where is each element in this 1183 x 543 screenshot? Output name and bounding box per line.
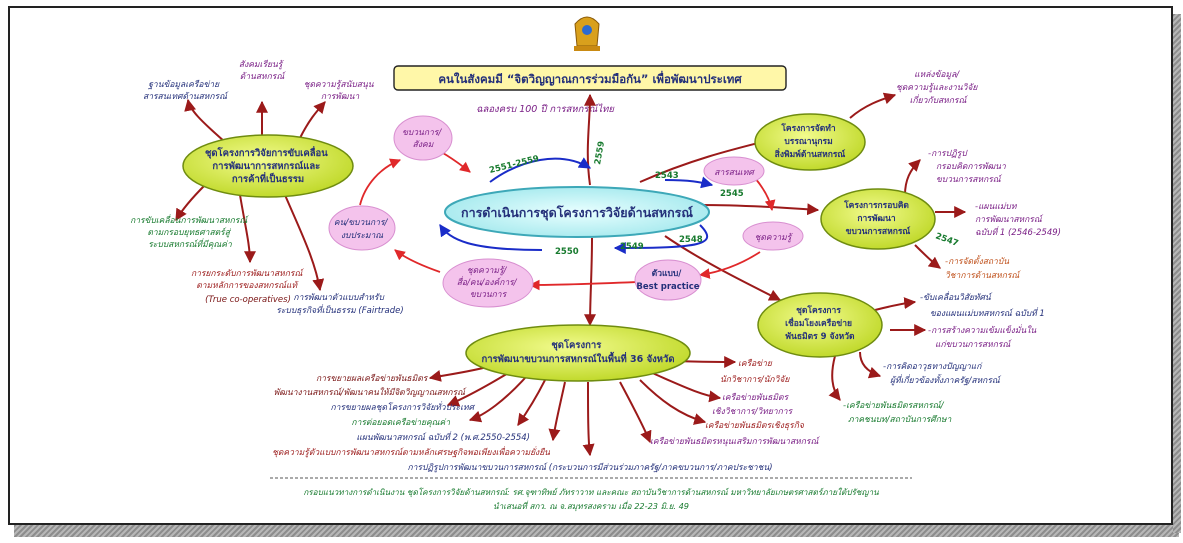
svg-text:คน/ขบวนการ/ งบประมาณ: คน/ขบวนการ/ งบประมาณ [334,218,390,241]
year-2551-2559: 2551-2559 [488,154,540,176]
left-top-item1-line1: ฐานข้อมูลเครือข่าย [147,79,220,90]
year-labels: 2551-2559 2559 2543 2545 2548 2549 2550 … [488,140,959,257]
footer-line2: นำเสนอที่ สกว. ณ จ.สมุทรสงคราม เมื่อ 22-… [493,500,689,512]
pink-node-info: สารสนเทศ [703,156,765,186]
left-bottom-item2-line1: การยกระดับการพัฒนาสหกรณ์ [191,268,304,279]
svg-text:ชุดโครงการ เชื่อมโยงเครื: ชุดโครงการ เชื่อมโยงเครือข่าย พันธมิตร 9… [785,305,855,342]
left-bottom-item2-line3: (True co-operatives) [205,295,291,305]
left-cluster: ชุดโครงการวิจัยการขับเคลื่อน การพัฒนาการ… [130,59,404,316]
title-box: คนในสังคมมี “จิตวิญญาณการร่วมมือกัน” เพื… [393,65,787,91]
svg-text:การขยายผลชุดโครงการวิจัยทั่วปร: การขยายผลชุดโครงการวิจัยทั่วประเทศ [331,401,476,413]
svg-text:ตัวแบบ/ Best practice: ตัวแบบ/ Best practice [636,268,699,292]
pink-nodes: ขบวนการ/ สังคม คน/ขบวนการ/ งบประมาณ ชุดค… [328,115,804,308]
center-node: การดำเนินการชุดโครงการวิจัยด้านสหกรณ์ [444,186,710,238]
bottom-cluster: ชุดโครงการ การพัฒนาขบวนการสหกรณ์ในพื้นที… [272,324,820,473]
right-mid-cluster: โครงการกรอบคิด การพัฒนา ขบวนการสหกรณ์ -ก… [820,149,1061,281]
svg-text:ฐานข้อมูลเครือข่าย สารสน: ฐานข้อมูลเครือข่าย สารสนเทศด้านสหกรณ์ [143,79,229,102]
svg-text:เครือข่ายพันธมิตร เชิงวิ: เครือข่ายพันธมิตร เชิงวิชาการ/วิทยาการ [712,392,794,417]
frame-shadow-bottom [14,525,1179,537]
royal-emblem-icon [574,16,600,51]
year-2547: 2547 [934,231,960,249]
left-bottom-item3-line1: การพัฒนาตัวแบบสำหรับ [293,293,384,303]
pink-node-model: ตัวแบบ/ Best practice [634,259,702,301]
left-top-item1-line2: สารสนเทศด้านสหกรณ์ [143,91,229,102]
frame-shadow-right [1173,14,1181,533]
right-bottom-cluster: ชุดโครงการ เชื่อมโยงเครือข่าย พันธมิตร 9… [757,291,1045,425]
svg-text:การต่อยอดเครือข่ายคุณค่า: การต่อยอดเครือข่ายคุณค่า [351,417,450,428]
svg-text:ชุดโครงการวิจัยการขับเคลื่อน: ชุดโครงการวิจัยการขับเคลื่อน การพัฒนาการ… [205,145,331,185]
left-bottom-item1-line1: การขับเคลื่อนการพัฒนาสหกรณ์ [130,214,249,226]
svg-text:ชุดโครงการ การพัฒนาขบวนก: ชุดโครงการ การพัฒนาขบวนการสหกรณ์ในพื้นที… [481,339,674,365]
left-top-item3-line1: ชุดความรู้สนับสนุน [304,79,374,90]
svg-text:โครงการกรอบคิด การพัฒนา: โครงการกรอบคิด การพัฒนา ขบวนการสหกรณ์ [843,200,912,237]
right-top-cluster: โครงการจัดทำ บรรณานุกรม สิ่งพิมพ์ด้านสหก… [754,69,980,171]
svg-text:เครือข่ายพันธมิตรหนุนเสริมการพ: เครือข่ายพันธมิตรหนุนเสริมการพัฒนาสหกรณ์ [650,436,820,447]
left-bottom-item2-line2: ตามหลักการของสหกรณ์แท้ [196,280,299,291]
svg-text:สารสนเทศ: สารสนเทศ [714,168,755,178]
left-bottom-item1-line3: ระบบสหกรณ์ที่มีคุณค่า [148,238,232,250]
year-2559: 2559 [593,140,607,165]
left-top-item3-line2: การพัฒนา [321,92,360,102]
year-2550: 2550 [555,247,579,257]
svg-text:-การคิดอาวุธทางปัญญาแก่: -การคิดอาวุธทางปัญญาแก่ ผู้ที่เกี่ยวข้อง… [883,362,1002,386]
svg-text:โครงการจัดทำ บรรณานุกรม: โครงการจัดทำ บรรณานุกรม สิ่งพิมพ์ด้านสหก… [775,123,846,160]
svg-text:การขับเคลื่อนการพัฒนาสหกรณ์: การขับเคลื่อนการพัฒนาสหกรณ์ ตามกรอบยุทธศ… [130,214,250,250]
left-bottom-item3-line2: ระบบธุรกิจที่เป็นธรรม (Fairtrade) [276,304,403,316]
left-ellipse-line3: การค้าที่เป็นธรรม [232,171,304,185]
svg-text:การพัฒนาตัวแบบสำหรับ ระบ: การพัฒนาตัวแบบสำหรับ ระบบธุรกิจที่เป็นธร… [276,293,403,316]
svg-text:การปฏิรูปการพัฒนาขบวนการสหกรณ์: การปฏิรูปการพัฒนาขบวนการสหกรณ์ (กระบวนกา… [407,462,772,473]
svg-text:-การสร้างความเข้มแข็งมั่นใน: -การสร้างความเข้มแข็งมั่นใน แก่ขบวนการสห… [928,324,1039,350]
left-top-item2-line1: สังคมเรียนรู้ [239,59,284,70]
year-2549: 2549 [620,242,644,252]
diagram-frame [8,6,1173,525]
left-ellipse-line1: ชุดโครงการวิจัยการขับเคลื่อน [205,145,328,159]
anniversary-text: ฉลองครบ 100 ปี การสหกรณ์ไทย [476,103,615,115]
left-ellipse [182,134,354,198]
svg-text:เครือข่ายพันธมิตรเชิงธุรกิจ: เครือข่ายพันธมิตรเชิงธุรกิจ [705,420,805,431]
svg-text:-ขับเคลื่อนวิสัยทัศน์ ขอ: -ขับเคลื่อนวิสัยทัศน์ ของแผนแม่บทสหกรณ์ … [920,291,1045,319]
svg-text:-การจัดตั้งสถาบัน วิชากา: -การจัดตั้งสถาบัน วิชาการด้านสหกรณ์ [945,255,1021,281]
left-bottom-item1-line2: ตามกรอบยุทธศาสตร์สู่ [147,227,231,238]
year-2543: 2543 [655,171,679,181]
title-line: คนในสังคมมี “จิตวิญญาณการร่วมมือกัน” เพื… [438,70,742,86]
svg-text:ชุดความรู้สนับสนุน การพั: ชุดความรู้สนับสนุน การพัฒนา [304,79,377,102]
year-2545: 2545 [720,189,744,199]
svg-text:ขบวนการ/ สังคม: ขบวนการ/ สังคม [402,128,444,150]
left-ellipse-line2: การพัฒนาการสหกรณ์และ [212,160,320,172]
svg-text:ชุดความรู้/ สื่อ/คน/อง: ชุดความรู้/ สื่อ/คน/องค์การ/ ขบวนการ [457,265,520,300]
cycle-arrows-blue [439,157,714,254]
pink-node-knowledge: ชุดความรู้ [742,221,804,251]
footer-line1: กรอบแนวทางการดำเนินงาน ชุดโครงการวิจัยด้… [303,487,879,498]
svg-text:เครือข่าย นักวิชาการ/นัก: เครือข่าย นักวิชาการ/นักวิจัย [720,358,790,385]
svg-text:การขยายผลเครือข่ายพันธมิตร: การขยายผลเครือข่ายพันธมิตร พัฒนางานสหกรณ… [274,373,467,398]
svg-text:-แผนแม่บท การพัฒนาสหกรณ์: -แผนแม่บท การพัฒนาสหกรณ์ ฉบับที่ 1 (2546… [975,202,1061,238]
svg-text:แหล่งข้อมูล/ ชุดความรู้แ: แหล่งข้อมูล/ ชุดความรู้และงานวิจัย เกี่ย… [896,69,980,106]
left-top-item2-line2: ด้านสหกรณ์ [240,71,286,82]
svg-text:-เครือข่ายพันธมิตรสหกรณ์/: -เครือข่ายพันธมิตรสหกรณ์/ ภาคชนบท/สถาบัน… [843,400,951,425]
year-2548: 2548 [679,235,703,245]
svg-text:แผนพัฒนาสหกรณ์ ฉบับที่ 2 (พ.ศ.: แผนพัฒนาสหกรณ์ ฉบับที่ 2 (พ.ศ.2550-2554) [356,431,530,443]
pink-node-movement: ขบวนการ/ สังคม [393,115,453,161]
svg-text:ชุดความรู้: ชุดความรู้ [755,232,794,243]
center-label: การดำเนินการชุดโครงการวิจัยด้านสหกรณ์ [461,205,693,221]
pink-node-kit: ชุดความรู้/ สื่อ/คน/องค์การ/ ขบวนการ [442,258,534,308]
pink-node-people: คน/ขบวนการ/ งบประมาณ [328,205,396,251]
svg-text:-การปฏิรูป กรอบคิดการพัฒ: -การปฏิรูป กรอบคิดการพัฒนา ขบวนการสหกรณ์ [928,149,1008,185]
svg-text:สังคมเรียนรู้ ด้านสหกรณ์: สังคมเรียนรู้ ด้านสหกรณ์ [239,59,286,82]
svg-text:การยกระดับการพัฒนาสหกรณ์: การยกระดับการพัฒนาสหกรณ์ ตามหลักการของสห… [191,268,305,305]
svg-text:ชุดความรู้ตัวแบบการพัฒนาสหกรณ์: ชุดความรู้ตัวแบบการพัฒนาสหกรณ์ตามหลักเศร… [272,446,550,458]
